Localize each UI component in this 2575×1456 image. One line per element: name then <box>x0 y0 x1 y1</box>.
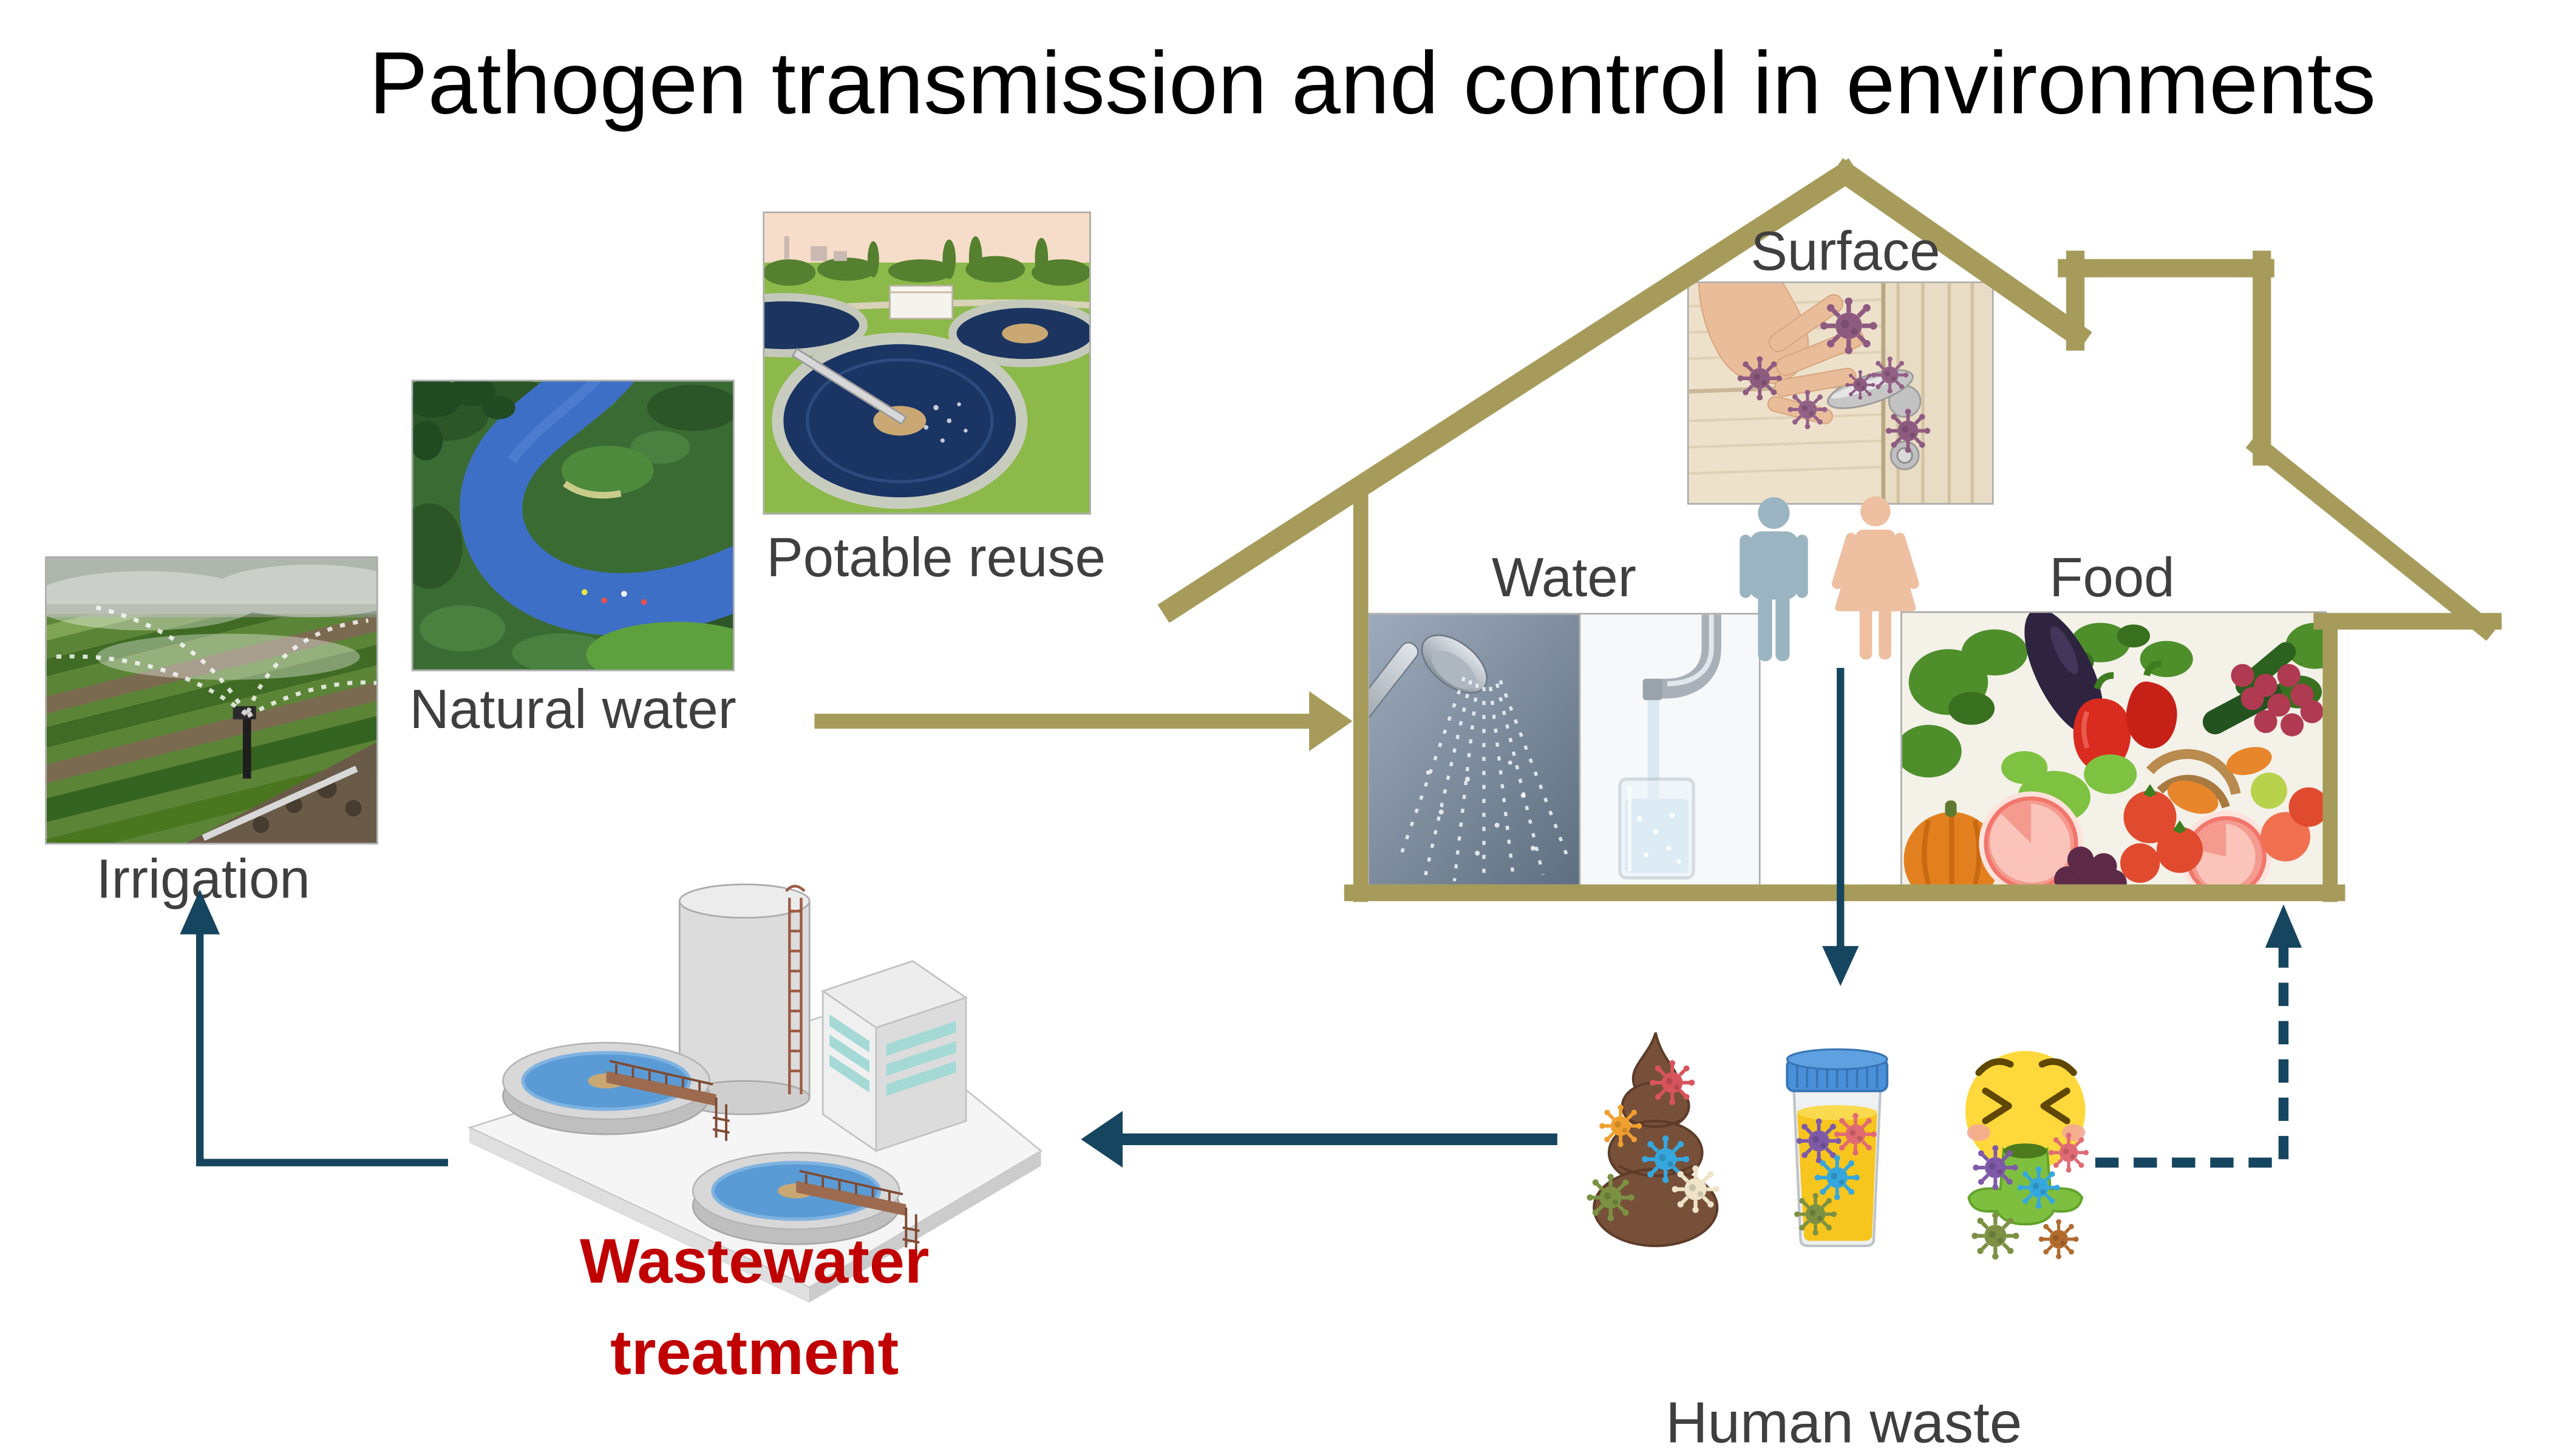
surface-photo <box>1687 281 1994 505</box>
diagram-overlay <box>180 158 2502 1389</box>
natural-water-label: Natural water <box>409 678 736 740</box>
woman-icon <box>1831 496 1919 660</box>
arrow-wastewater-to-irrigation <box>180 889 448 1166</box>
wastewater-plant-illustration <box>466 874 1043 1307</box>
diagram-title: Pathogen transmission and control in env… <box>369 35 2376 134</box>
hand-illustration <box>1698 283 1865 424</box>
house-outline <box>1157 158 2502 902</box>
arrow-house-to-human-waste <box>1822 668 1859 986</box>
pumpkin <box>1903 800 2000 885</box>
shower-photo <box>1367 613 1581 886</box>
surface-label: Surface <box>1750 220 1941 282</box>
irrigation-photo <box>45 556 378 845</box>
water-label: Water <box>1491 546 1636 608</box>
food-label: Food <box>2049 546 2175 608</box>
dark-grapes <box>2054 846 2127 885</box>
natural-water-photo <box>411 379 735 672</box>
diagram-canvas: Pathogen transmission and control in env… <box>45 35 2502 1455</box>
man-icon <box>1740 497 1808 662</box>
potable-reuse-photo <box>763 211 1091 515</box>
food-photo <box>1900 611 2327 886</box>
wastewater-treatment-label-line2: treatment <box>610 1319 899 1389</box>
grapefruit <box>1979 791 2083 885</box>
feces-icon <box>1587 1032 1720 1247</box>
arrow-natural-water-to-house <box>814 691 1353 752</box>
human-waste-label: Human waste <box>1665 1390 2022 1456</box>
faucet-glass-photo <box>1579 613 1761 886</box>
tomatoes <box>2120 787 2325 883</box>
urine-sample-icon <box>1786 1048 1889 1247</box>
pepper <box>2073 660 2177 772</box>
clarifier-tank <box>692 1151 920 1251</box>
grapefruit-2 <box>2180 811 2272 885</box>
arrow-human-waste-to-food-dashed <box>2095 904 2302 1168</box>
wastewater-treatment-label-line1: Wastewater <box>579 1227 930 1298</box>
vomiting-face-icon <box>1965 1050 2089 1260</box>
clarifier-tank <box>502 1041 730 1141</box>
potable-reuse-label: Potable reuse <box>766 526 1106 588</box>
arrow-human-waste-to-wastewater <box>1081 1111 1557 1168</box>
